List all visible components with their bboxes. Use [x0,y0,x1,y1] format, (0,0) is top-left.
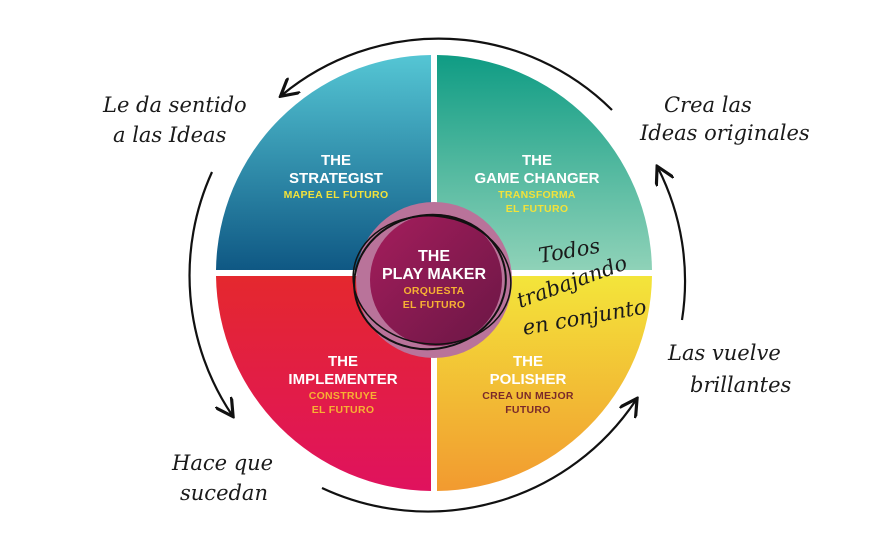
annotation-bottom-right-1: Las vuelve [667,341,781,365]
annotation-top-left-1: Le da sentido [102,93,247,117]
game-changer-subtitle-1: TRANSFORMA [498,189,576,201]
strategist-title: STRATEGIST [289,170,383,187]
strategist-the: THE [321,152,351,169]
annotation-bottom-left-1: Hace que [171,451,273,475]
game-changer-subtitle-2: EL FUTURO [506,203,569,215]
scribble-circle-2 [352,215,512,345]
annotation-top-left-2: a las Ideas [113,123,227,147]
implementer-subtitle-2: EL FUTURO [312,404,375,416]
play-maker-subtitle-1: ORQUESTA [403,285,464,297]
arrow-right [658,168,687,321]
implementer-the: THE [328,353,358,370]
polisher-the: THE [513,353,543,370]
game-changer-title: GAME CHANGER [474,170,599,187]
game-changer-the: THE [522,152,552,169]
quadrant-strategist [216,55,431,270]
play-maker-title: PLAY MAKER [382,266,486,283]
annotation-top-right-1: Crea las [664,93,752,117]
play-maker-subtitle-2: EL FUTURO [403,299,466,311]
play-maker-the: THE [418,248,450,265]
arrow-top [282,37,613,111]
polisher-title: POLISHER [490,371,567,388]
play-maker-circle [370,214,502,346]
strategist-subtitle: MAPEA EL FUTURO [284,189,389,201]
annotation-bottom-right-2: brillantes [690,373,792,397]
annotation-top-right-2: Ideas originales [639,121,810,145]
arrow-left [188,171,232,415]
implementer-title: IMPLEMENTER [288,371,397,388]
implementer-subtitle-1: CONSTRUYE [309,390,378,402]
annotation-bottom-left-2: sucedan [180,481,268,505]
polisher-subtitle-2: FUTURO [505,404,551,416]
arrow-bottom [321,400,636,513]
polisher-subtitle-1: CREA UN MEJOR [482,390,574,402]
quadrant-game-changer [437,55,652,270]
